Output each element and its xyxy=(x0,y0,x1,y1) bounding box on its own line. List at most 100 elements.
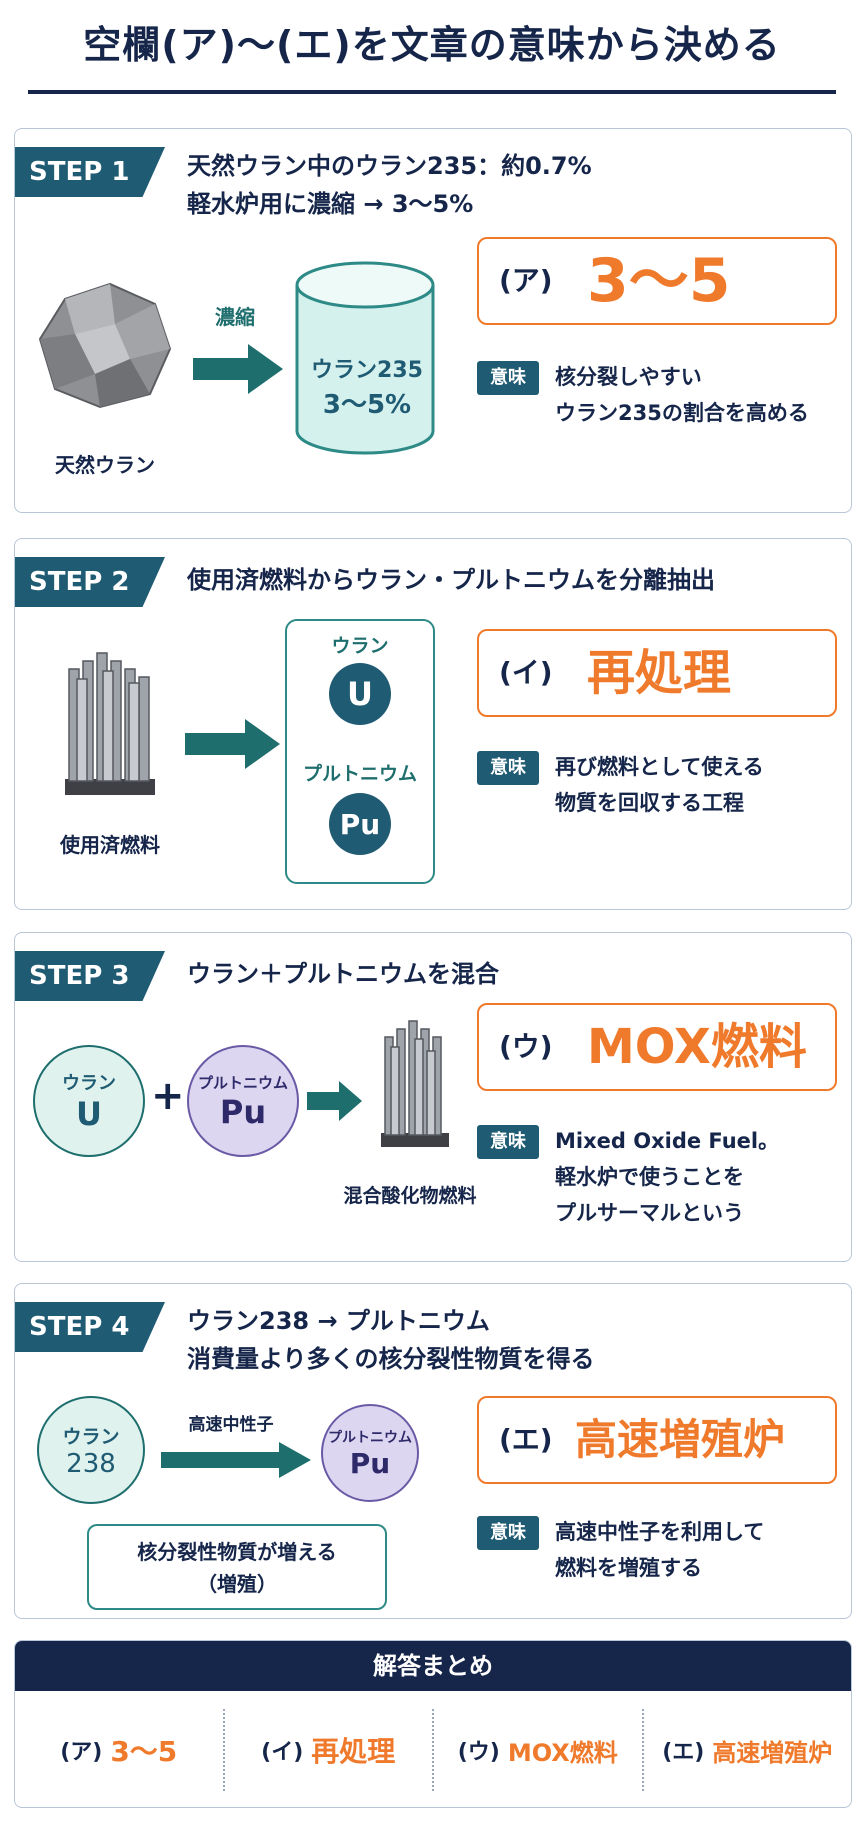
summary-key: (エ) xyxy=(662,1740,705,1765)
meaning-3-line-2: 軽水炉で使うことを xyxy=(555,1165,744,1189)
step-3-tag: STEP 3 xyxy=(15,951,165,1001)
meaning-text-3: Mixed Oxide Fuel。 軽水炉で使うことを プルサーマルという xyxy=(555,1123,779,1231)
step-3-heading-line-1: ウラン＋プルトニウムを混合 xyxy=(187,960,499,988)
uranium-symbol-circle: U xyxy=(329,663,391,725)
title-underline xyxy=(28,90,836,94)
fast-neutron-label: 高速中性子 xyxy=(188,1415,274,1435)
rock-icon xyxy=(38,282,172,409)
fuel-assembly-icon xyxy=(65,652,155,795)
step-4-panel: STEP 4 ウラン238 → プルトニウム 消費量より多くの核分裂性物質を得る… xyxy=(14,1283,852,1619)
answer-value-a: 3〜5 xyxy=(587,246,731,316)
summary-row: (ア) 3〜5 (イ) 再処理 (ウ) MOX燃料 (エ) 高速増殖炉 xyxy=(15,1691,852,1807)
answer-box-a: (ア) 3〜5 xyxy=(477,237,837,325)
plutonium-symbol-circle: Pu xyxy=(329,793,391,855)
right-arrow-icon xyxy=(193,344,283,394)
meaning-tag-3: 意味 xyxy=(477,1125,539,1159)
right-arrow-icon xyxy=(307,1081,362,1121)
meaning-text-2: 再び燃料として使える 物質を回収する工程 xyxy=(555,749,764,821)
cylinder-label-line-2: 3〜5% xyxy=(322,390,412,420)
summary-item-i: (イ) 再処理 xyxy=(225,1709,434,1791)
answer-key-i: (イ) xyxy=(499,656,553,689)
uranium-label: ウラン xyxy=(331,635,389,657)
step-3-heading: ウラン＋プルトニウムを混合 xyxy=(187,955,499,993)
answer-key-a: (ア) xyxy=(499,264,553,297)
mox-fuel-assembly-icon xyxy=(381,1020,449,1147)
summary-value: 3〜5 xyxy=(110,1735,178,1768)
meaning-3-line-3: プルサーマルという xyxy=(555,1201,744,1225)
breeding-note-line-1: 核分裂性物質が増える xyxy=(137,1540,337,1564)
step-4-heading-line-2: 消費量より多くの核分裂性物質を得る xyxy=(187,1345,595,1373)
answer-value-i: 再処理 xyxy=(587,645,732,701)
answer-box-u: (ウ) MOX燃料 xyxy=(477,1003,837,1091)
step-1-heading-line-1: 天然ウラン中のウラン235：約0.7% xyxy=(187,152,592,180)
uranium-circle: ウラン U xyxy=(33,1045,145,1157)
answer-value-e: 高速増殖炉 xyxy=(575,1415,786,1464)
meaning-4-line-1: 高速中性子を利用して xyxy=(555,1520,765,1544)
step-1-heading-line-2: 軽水炉用に濃縮 → 3〜5% xyxy=(187,190,474,218)
plutonium-result-symbol: Pu xyxy=(349,1446,391,1480)
summary-key: (イ) xyxy=(261,1740,304,1765)
cylinder-label-line-1: ウラン235 xyxy=(311,358,423,383)
meaning-3-line-1: Mixed Oxide Fuel。 xyxy=(555,1129,780,1153)
plutonium-circle-symbol: Pu xyxy=(219,1092,267,1131)
meaning-tag-4: 意味 xyxy=(477,1516,539,1550)
step-1-panel: STEP 1 天然ウラン中のウラン235：約0.7% 軽水炉用に濃縮 → 3〜5… xyxy=(14,128,852,513)
uranium-238-number: 238 xyxy=(66,1448,116,1479)
step-3-panel: STEP 3 ウラン＋プルトニウムを混合 ウラン U + プルトニウム Pu 混… xyxy=(14,932,852,1262)
summary-value: 高速増殖炉 xyxy=(712,1738,833,1767)
uranium-238-circle: ウラン 238 xyxy=(37,1396,145,1504)
step-2-heading: 使用済燃料からウラン・プルトニウムを分離抽出 xyxy=(187,561,715,599)
plutonium-result-circle: プルトニウム Pu xyxy=(321,1404,419,1502)
step-1-tag: STEP 1 xyxy=(15,147,165,197)
summary-item-u: (ウ) MOX燃料 xyxy=(434,1709,644,1791)
meaning-1-line-2: ウラン235の割合を高める xyxy=(555,401,809,425)
meaning-2-line-1: 再び燃料として使える xyxy=(555,755,764,779)
answer-box-i: (イ) 再処理 xyxy=(477,629,837,717)
answer-summary-panel: 解答まとめ (ア) 3〜5 (イ) 再処理 (ウ) MOX燃料 (エ) 高速増殖… xyxy=(14,1640,852,1808)
answer-box-e: (エ) 高速増殖炉 xyxy=(477,1396,837,1484)
plutonium-label: プルトニウム xyxy=(302,763,417,785)
meaning-4-line-2: 燃料を増殖する xyxy=(555,1556,702,1580)
step-2-panel: STEP 2 使用済燃料からウラン・プルトニウムを分離抽出 使用済燃料 ウラン … xyxy=(14,538,852,910)
breeding-note-line-2: （増殖） xyxy=(197,1572,277,1596)
right-arrow-icon xyxy=(185,719,280,769)
cylinder-icon xyxy=(295,261,435,455)
step-4-heading-line-1: ウラン238 → プルトニウム xyxy=(187,1307,490,1335)
summary-item-e: (エ) 高速増殖炉 xyxy=(644,1709,852,1791)
answer-key-e: (エ) xyxy=(499,1423,553,1456)
plutonium-circle-label: プルトニウム xyxy=(197,1073,288,1092)
uranium-circle-symbol: U xyxy=(76,1095,102,1133)
meaning-tag-2: 意味 xyxy=(477,751,539,785)
meaning-2-line-2: 物質を回収する工程 xyxy=(555,791,744,815)
meaning-text-4: 高速中性子を利用して 燃料を増殖する xyxy=(555,1514,764,1586)
natural-uranium-caption: 天然ウラン xyxy=(55,453,155,477)
step-2-tag: STEP 2 xyxy=(15,557,165,607)
step-2-heading-line-1: 使用済燃料からウラン・プルトニウムを分離抽出 xyxy=(187,566,715,594)
meaning-1-line-1: 核分裂しやすい xyxy=(555,365,702,389)
mox-caption: 混合酸化物燃料 xyxy=(343,1185,477,1207)
summary-value: 再処理 xyxy=(311,1735,396,1768)
enrich-label: 濃縮 xyxy=(215,305,255,329)
uranium-circle-label: ウラン xyxy=(62,1073,116,1094)
summary-heading: 解答まとめ xyxy=(15,1641,851,1691)
step-1-heading: 天然ウラン中のウラン235：約0.7% 軽水炉用に濃縮 → 3〜5% xyxy=(187,147,592,223)
uranium-symbol: U xyxy=(347,675,373,713)
cylinder-label: ウラン235 3〜5% xyxy=(297,354,437,422)
plus-sign: + xyxy=(151,1073,185,1119)
summary-key: (ウ) xyxy=(457,1740,500,1765)
meaning-text-1: 核分裂しやすい ウラン235の割合を高める xyxy=(555,359,809,431)
page-title: 空欄(ア)〜(エ)を文章の意味から決める xyxy=(83,23,781,67)
meaning-tag-1: 意味 xyxy=(477,361,539,395)
summary-value: MOX燃料 xyxy=(507,1738,618,1767)
summary-key: (ア) xyxy=(60,1740,103,1765)
right-arrow-icon xyxy=(161,1442,311,1478)
summary-item-a: (ア) 3〜5 xyxy=(15,1709,225,1791)
separated-materials-box: ウラン U プルトニウム Pu xyxy=(285,619,435,884)
spent-fuel-caption: 使用済燃料 xyxy=(60,833,160,857)
breeding-note-box: 核分裂性物質が増える （増殖） xyxy=(87,1524,387,1610)
step-4-heading: ウラン238 → プルトニウム 消費量より多くの核分裂性物質を得る xyxy=(187,1302,595,1378)
step-4-tag: STEP 4 xyxy=(15,1302,165,1352)
uranium-238-label: ウラン xyxy=(62,1425,120,1448)
plutonium-symbol: Pu xyxy=(339,807,381,841)
answer-value-u: MOX燃料 xyxy=(587,1019,807,1075)
